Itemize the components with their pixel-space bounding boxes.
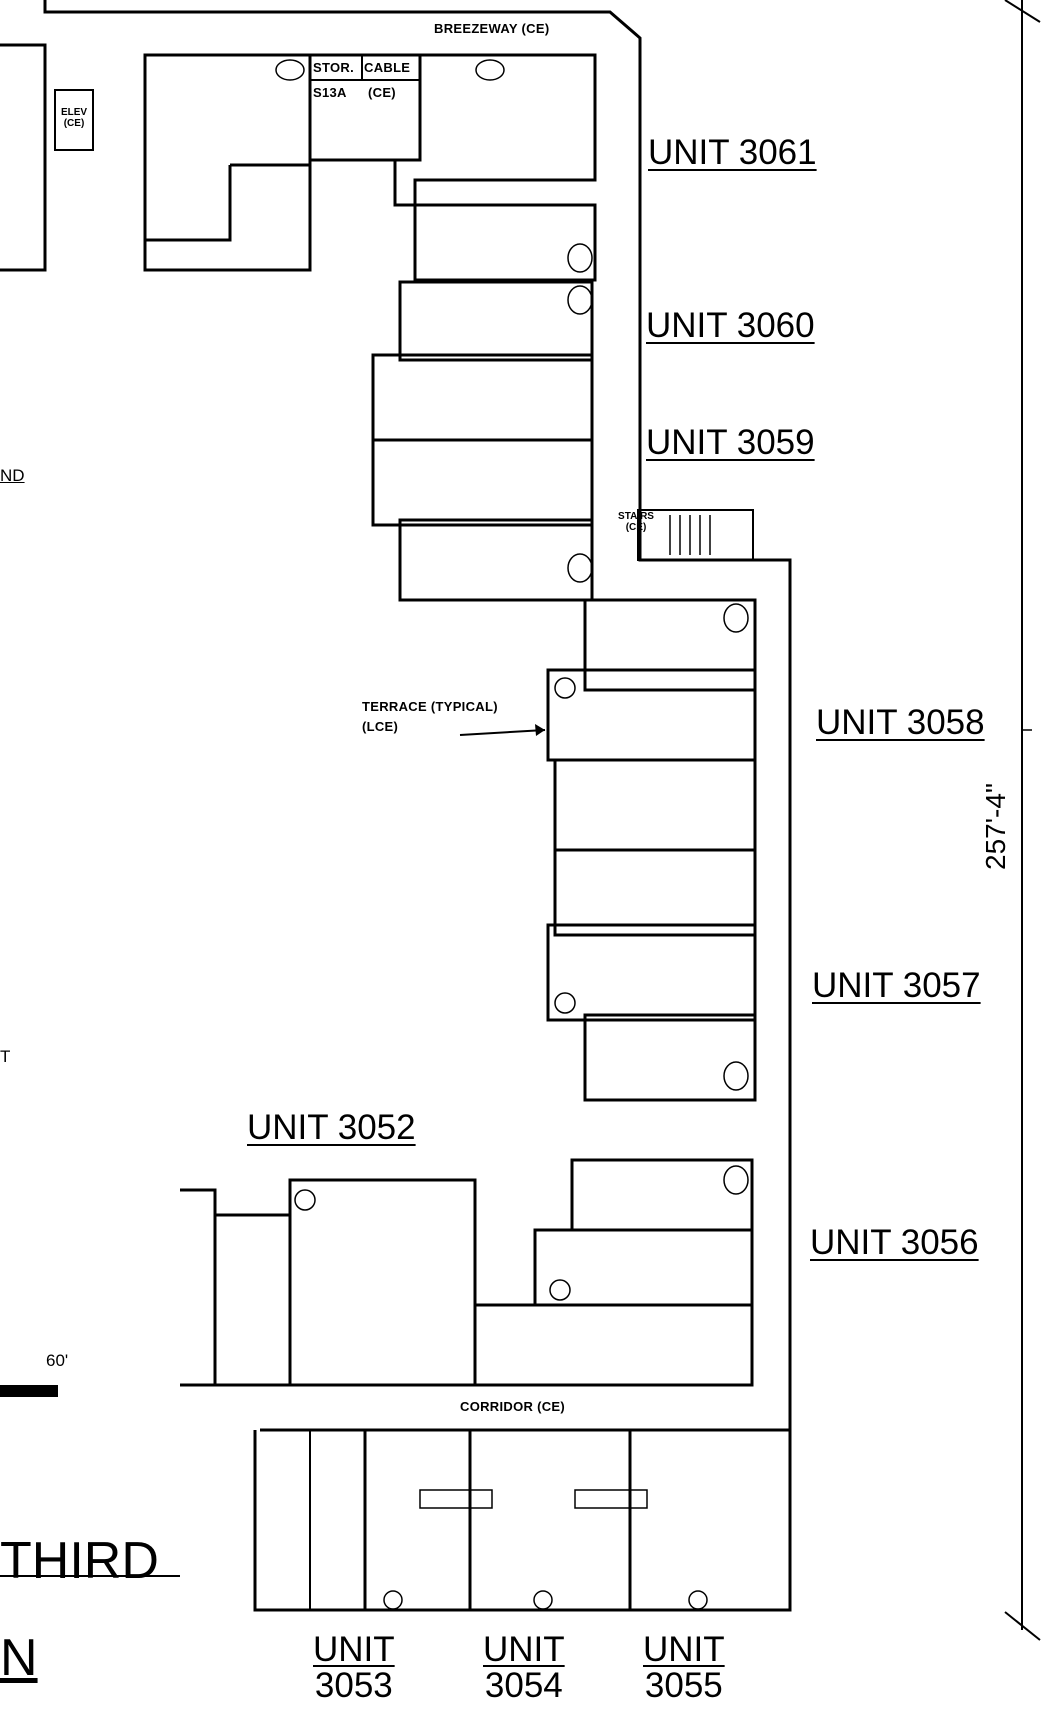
stor-ce-label: (CE) (368, 85, 396, 100)
unit-3055-label: UNIT 3055 (643, 1632, 725, 1703)
unit-3055-line2: 3055 (644, 1665, 723, 1705)
stairs-label-line1: STAIRS (618, 511, 654, 522)
unit-3054-label: UNIT 3054 (483, 1632, 565, 1703)
unit-3058-label: UNIT 3058 (816, 703, 985, 742)
unit-3055-line1: UNIT (643, 1630, 725, 1669)
elevator-label: ELEV (CE) (57, 107, 91, 129)
fragment-label-t: T (0, 1047, 11, 1066)
unit-3053-line2: 3053 (314, 1665, 393, 1705)
stairs-label: STAIRS (CE) (615, 511, 657, 533)
unit-3053-line1: UNIT (313, 1630, 395, 1669)
cable-label: CABLE (364, 60, 411, 75)
unit-3059-label: UNIT 3059 (646, 423, 815, 462)
plan-title-n: N (0, 1629, 38, 1687)
stairs-box (637, 509, 754, 561)
dimension-label: 257'-4" (980, 783, 1011, 870)
unit-3057-label: UNIT 3057 (812, 966, 981, 1005)
unit-3052-label: UNIT 3052 (247, 1108, 416, 1147)
scale-label: 60' (46, 1351, 69, 1370)
fixtures (275, 59, 749, 1610)
corridor-label: CORRIDOR (CE) (460, 1399, 566, 1414)
elevator-label-line1: ELEV (60, 107, 88, 118)
unit-3054-line1: UNIT (483, 1630, 565, 1669)
plan-title-third: THIRD (0, 1532, 159, 1590)
scale-bar (0, 1385, 58, 1397)
terrace-label: TERRACE (TYPICAL) (362, 699, 498, 714)
fragment-label-nd: ND (0, 466, 25, 485)
elevator-box (54, 89, 94, 151)
terrace-lce-label: (LCE) (362, 719, 399, 734)
unit-3054-line2: 3054 (484, 1665, 563, 1705)
breezeway-label: BREEZEWAY (CE) (434, 21, 550, 36)
s13a-label: S13A (313, 85, 347, 100)
stairs-label-line2: (CE) (625, 521, 647, 533)
unit-3053-label: UNIT 3053 (313, 1632, 395, 1703)
unit-3056-label: UNIT 3056 (810, 1223, 979, 1262)
unit-3060-label: UNIT 3060 (646, 306, 815, 345)
unit-3061-label: UNIT 3061 (648, 133, 817, 172)
elevator-label-line2: (CE) (63, 117, 85, 129)
stor-label: STOR. (313, 60, 354, 75)
